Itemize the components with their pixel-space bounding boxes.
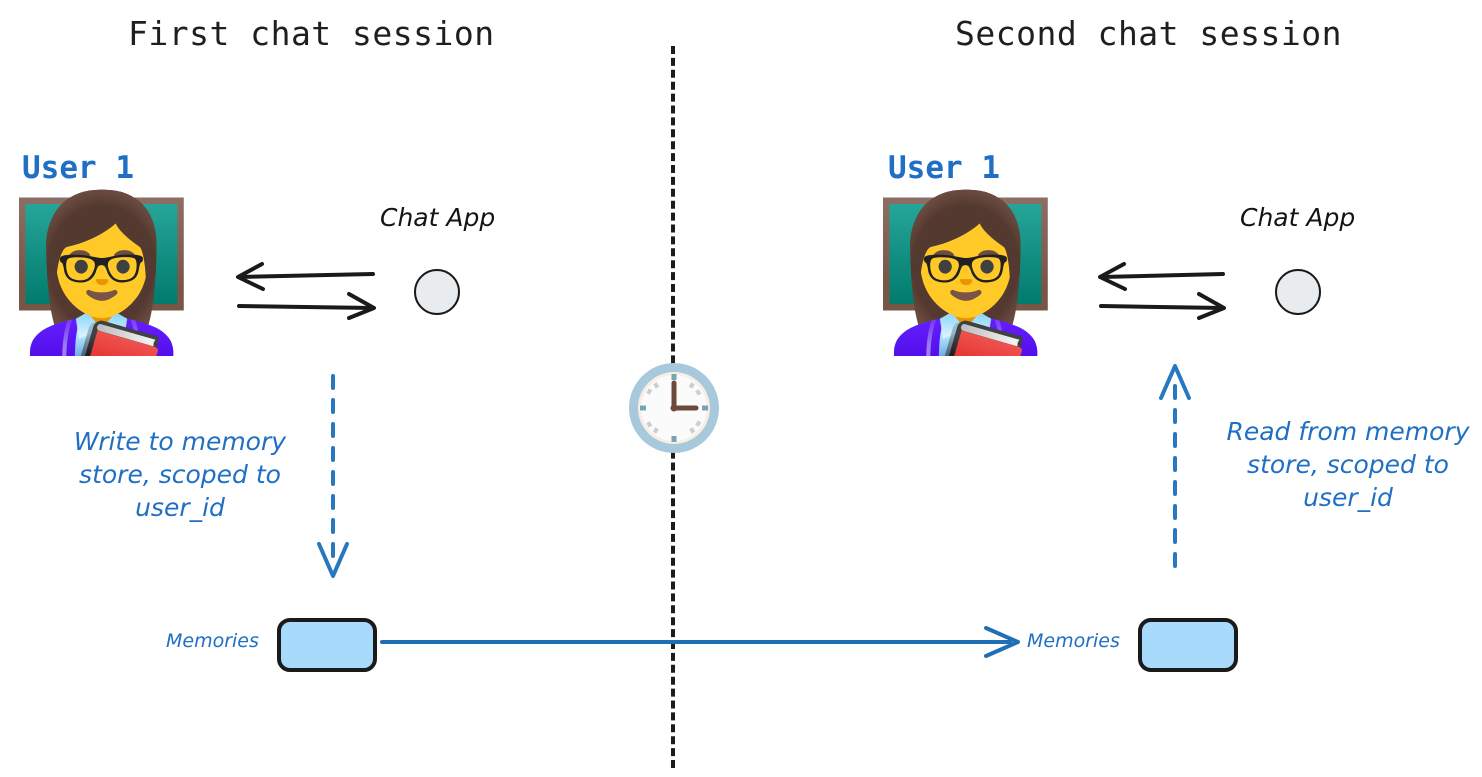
memories-label-left: Memories (166, 630, 259, 652)
user-label-left: User 1 (22, 150, 134, 186)
chat-app-node-right (1275, 269, 1321, 315)
second-session-title: Second chat session (955, 14, 1342, 53)
read-annotation-text: Read from memory store, scoped to user_i… (1226, 417, 1470, 512)
chat-app-node-left (414, 269, 460, 315)
write-annotation-text: Write to memory store, scoped to user_id (73, 427, 287, 522)
user-label-right: User 1 (888, 150, 1000, 186)
user-avatar-icon-left: 👩‍🏫 (8, 187, 195, 361)
memories-label-right: Memories (1027, 630, 1120, 652)
first-session-title: First chat session (128, 14, 495, 53)
clock-icon (629, 363, 719, 453)
write-to-memory-arrow (317, 374, 349, 578)
memories-box-left (277, 618, 377, 672)
memories-box-right (1138, 618, 1238, 672)
read-from-memory-arrow (1159, 364, 1191, 568)
chat-app-label-left: Chat App (380, 203, 496, 232)
chat-app-label-right: Chat App (1240, 203, 1356, 232)
exchange-arrows-left (236, 262, 376, 320)
user-avatar-icon-right: 👩‍🏫 (872, 187, 1059, 361)
exchange-arrows-right (1098, 262, 1226, 320)
memory-sync-arrow (380, 626, 1020, 658)
